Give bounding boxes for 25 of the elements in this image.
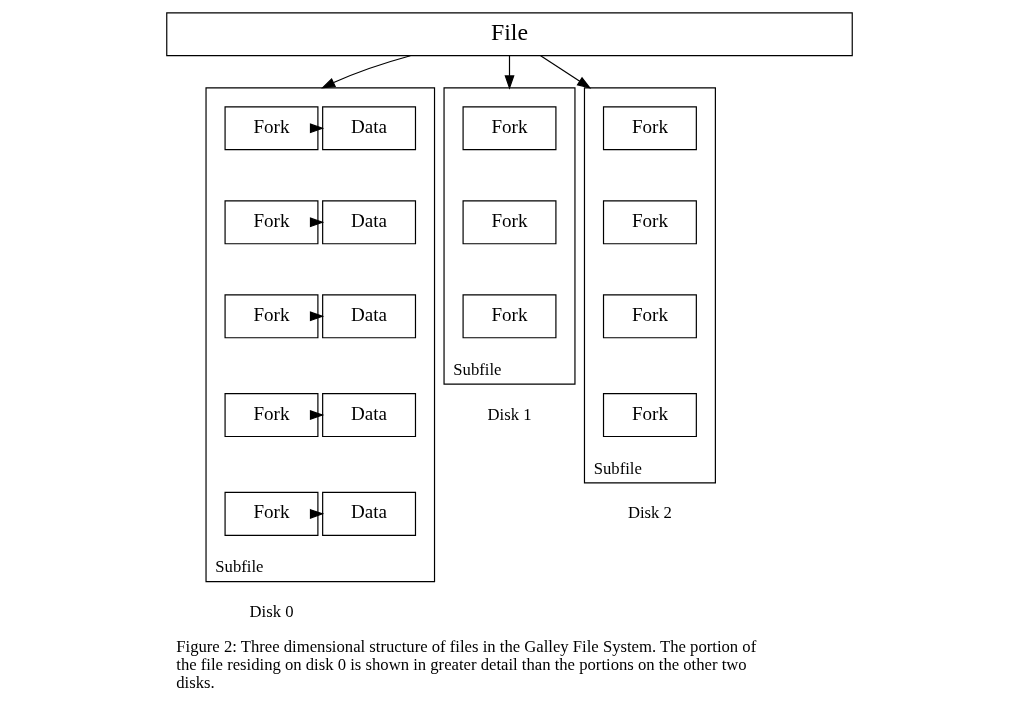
arrow: [309, 217, 324, 228]
arrow: [309, 311, 324, 322]
caption: Figure 2: Three dimensional structure of files in the Galley File System. The portion of the file residing on disk 0 is shown in greater detail than the portions on the other two disks.: [175, 637, 756, 692]
arrow: [309, 123, 324, 134]
node-box: Fork: [602, 393, 697, 438]
node-box: Fork: [462, 200, 556, 245]
node-box: Data: [321, 491, 416, 536]
node-box: Data: [321, 393, 416, 438]
node-box: Data: [321, 294, 416, 339]
node-box: Data: [321, 106, 416, 151]
arrow: [539, 55, 591, 89]
node-box: File: [165, 12, 853, 57]
node-box: Data: [321, 200, 416, 245]
arrow: [309, 508, 324, 519]
node-box: Fork: [462, 106, 556, 151]
node-box: Fork: [462, 294, 556, 339]
arrow: [309, 410, 324, 421]
node-box: Fork: [602, 106, 697, 151]
arrow: [504, 55, 514, 90]
arrow: [320, 55, 411, 89]
node-box: Fork: [602, 200, 697, 245]
node-label: Disk 2: [627, 503, 672, 523]
node-label: Disk 0: [249, 602, 293, 622]
node-box: Fork: [602, 294, 697, 339]
node-label: Disk 1: [487, 404, 531, 424]
